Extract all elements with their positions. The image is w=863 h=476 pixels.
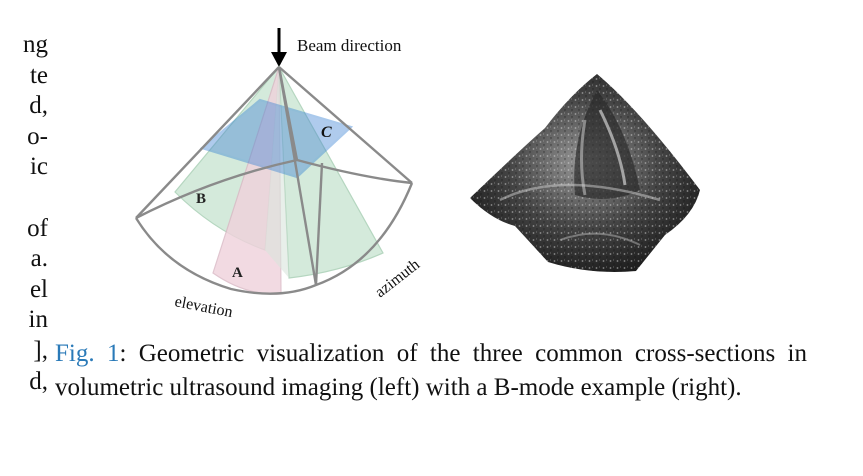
figure-number: Fig. 1 bbox=[55, 340, 120, 367]
left-fragment: el bbox=[29, 275, 48, 303]
label-c: C bbox=[321, 124, 332, 141]
left-fragment: ], bbox=[33, 336, 48, 364]
label-a: A bbox=[232, 265, 243, 281]
left-fragment: o- bbox=[27, 122, 48, 150]
left-fragment: te bbox=[29, 61, 48, 89]
left-column-text: ng te d, o- ic of a. el in ], d, bbox=[0, 30, 48, 397]
center-shade bbox=[265, 67, 289, 278]
left-fragment: a. bbox=[30, 245, 48, 273]
left-fragment: ng bbox=[23, 31, 48, 58]
left-fragment: of bbox=[27, 214, 48, 242]
caption-text: : Geometric visualization of the three c… bbox=[55, 340, 807, 401]
beam-arrow-icon bbox=[271, 28, 287, 67]
figure-graphic: Beam direction B A C elevation azimuth bbox=[134, 28, 700, 321]
label-b: B bbox=[196, 191, 206, 207]
left-fragment: ic bbox=[29, 153, 48, 181]
beam-direction-label: Beam direction bbox=[297, 36, 402, 55]
elevation-label: elevation bbox=[173, 293, 234, 321]
left-fragment: in bbox=[28, 306, 48, 334]
volume-outline bbox=[134, 66, 414, 295]
bmode-ultrasound-image bbox=[470, 74, 700, 272]
figure-caption: Fig. 1: Geometric visualization of the t… bbox=[55, 337, 807, 404]
left-fragment: d, bbox=[29, 92, 48, 120]
left-fragment: d, bbox=[29, 367, 48, 395]
azimuth-label: azimuth bbox=[372, 256, 423, 301]
